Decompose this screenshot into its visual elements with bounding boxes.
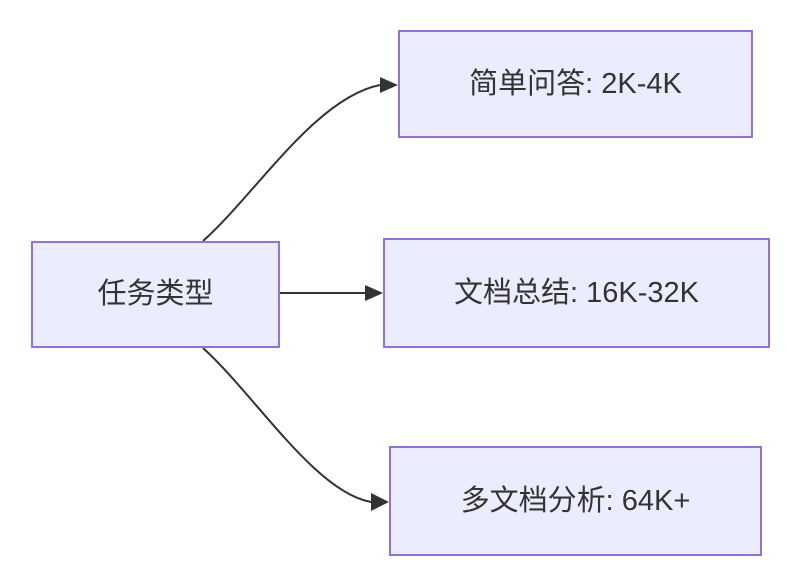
- edge-task-type-to-simple-qa: [202, 84, 381, 242]
- node-doc-summary-label: 文档总结: 16K-32K: [454, 276, 699, 309]
- node-multidoc-analysis-label: 多文档分析: 64K+: [460, 484, 691, 517]
- node-simple-qa-label: 简单问答: 2K-4K: [469, 67, 682, 100]
- arrowhead-to-simple-qa-icon: [380, 77, 398, 93]
- arrowhead-to-doc-summary-icon: [365, 285, 383, 301]
- node-multidoc-analysis: 多文档分析: 64K+: [389, 446, 762, 556]
- node-task-type: 任务类型: [31, 241, 280, 348]
- node-task-type-label: 任务类型: [97, 278, 214, 311]
- node-doc-summary: 文档总结: 16K-32K: [383, 238, 770, 348]
- edge-task-type-to-multidoc-analysis: [202, 347, 372, 503]
- arrowhead-to-multidoc-analysis-icon: [371, 493, 389, 511]
- node-simple-qa: 简单问答: 2K-4K: [398, 30, 753, 138]
